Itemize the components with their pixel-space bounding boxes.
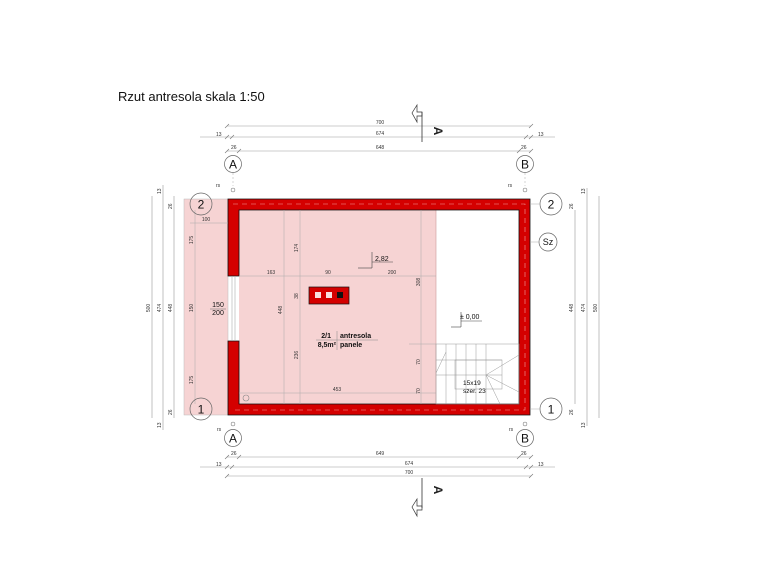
dim-top-13-left: 13 (216, 132, 222, 138)
dim-bottom-13-right: 13 (538, 462, 544, 468)
dim-left-474: 474 (157, 304, 163, 313)
dim-top-648: 648 (376, 145, 385, 151)
axis-a-top: A (229, 158, 237, 172)
room-number: 2/1 (321, 333, 331, 340)
dim-bottom-700: 700 (405, 470, 414, 476)
room-floor: panele (340, 342, 362, 349)
dim-terrace-width: 100 (202, 217, 211, 223)
dim-236: 236 (294, 351, 300, 360)
dim-right-13-top: 13 (581, 188, 587, 194)
dim-right-500: 500 (593, 304, 599, 313)
room-label: 2/1 antresola 8,5m² panele (316, 331, 378, 350)
dim-left-13-bottom: 13 (157, 422, 163, 428)
window-width: 150 (212, 302, 224, 309)
dim-90: 90 (325, 270, 331, 276)
axis-a-bottom: A (229, 432, 237, 446)
dim-right-13-bottom: 13 (581, 422, 587, 428)
dim-bottom-26-right: 26 (521, 451, 527, 457)
section-label-top: A (431, 127, 445, 136)
dim-right-474: 474 (581, 304, 587, 313)
stairs-steps: 15x19 (463, 380, 481, 387)
dim-top-674: 674 (376, 131, 385, 137)
bottom-dimensions: 649 674 700 13 13 26 26 (200, 451, 555, 479)
rs-label: rs (508, 183, 513, 189)
top-dimensions: 700 674 648 13 13 26 26 (200, 120, 555, 154)
dim-163: 163 (267, 270, 276, 276)
section-label-bottom: A (431, 486, 445, 495)
dim-left-448: 448 (168, 304, 174, 313)
room-area: 8,5m² (318, 342, 337, 349)
dim-174: 174 (294, 244, 300, 253)
room-name: antresola (340, 333, 371, 340)
dim-453: 453 (333, 387, 342, 393)
dim-top-26-right: 26 (521, 145, 527, 151)
grid-axes: A B rs rs rs rs A B 2 1 2 1 Sz (189, 155, 563, 447)
dim-bottom-674: 674 (405, 461, 414, 467)
dim-308: 308 (416, 278, 422, 287)
dim-left-26-top: 26 (168, 203, 174, 209)
axis-sz: Sz (543, 237, 554, 247)
section-marker-top: A (411, 103, 445, 142)
dim-bottom-649: 649 (376, 451, 385, 457)
dim-bottom-26-left: 26 (231, 451, 237, 457)
rs-label: rs (217, 427, 222, 433)
level-marker-lower: ± 0,00 (451, 312, 482, 328)
dim-terrace-middle: 150 (189, 304, 195, 313)
axis-2-right: 2 (548, 198, 555, 212)
dim-left-500: 500 (146, 304, 152, 313)
rs-label: rs (216, 183, 221, 189)
level-upper: 2,82 (375, 256, 389, 263)
level-marker-upper: 2,82 (358, 252, 393, 269)
left-dimensions: 500 474 448 13 26 26 13 (146, 185, 175, 430)
dim-terrace-bottom: 175 (189, 376, 195, 385)
dim-70-lower: 70 (416, 388, 422, 394)
section-marker-bottom: A (411, 478, 445, 518)
dim-terrace-top: 175 (189, 236, 195, 245)
drain-symbol (242, 394, 250, 402)
dim-left-13-top: 13 (157, 188, 163, 194)
terrace-area (183, 198, 229, 416)
rs-label: rs (509, 427, 514, 433)
interior-dimension-lines (190, 210, 436, 404)
level-lower: ± 0,00 (460, 314, 480, 321)
dim-top-700: 700 (376, 120, 385, 126)
dim-right-26-bottom: 26 (569, 409, 575, 415)
axis-b-top: B (521, 158, 529, 172)
dim-38: 38 (294, 293, 300, 299)
dim-right-448: 448 (569, 304, 575, 313)
axis-b-bottom: B (521, 432, 529, 446)
dim-right-26-top: 26 (569, 203, 575, 209)
right-dimensions: 448 474 500 13 26 26 13 (569, 188, 600, 428)
dim-left-26-bottom: 26 (168, 409, 174, 415)
mezzanine-floor (239, 210, 436, 404)
dim-top-13-right: 13 (538, 132, 544, 138)
drawing-title: Rzut antresola skala 1:50 (118, 89, 265, 104)
stairs-width: szer. 23 (463, 388, 486, 395)
dim-448-interior: 448 (278, 306, 284, 315)
stairs (435, 343, 520, 405)
dim-bottom-13-left: 13 (216, 462, 222, 468)
axis-1-left: 1 (198, 403, 205, 417)
dim-top-26-left: 26 (231, 145, 237, 151)
dim-70-upper: 70 (416, 359, 422, 365)
chimney (308, 286, 350, 305)
axis-2-left: 2 (198, 198, 205, 212)
dim-200: 200 (388, 270, 397, 276)
window-height: 200 (212, 310, 224, 317)
axis-1-right: 1 (548, 403, 555, 417)
